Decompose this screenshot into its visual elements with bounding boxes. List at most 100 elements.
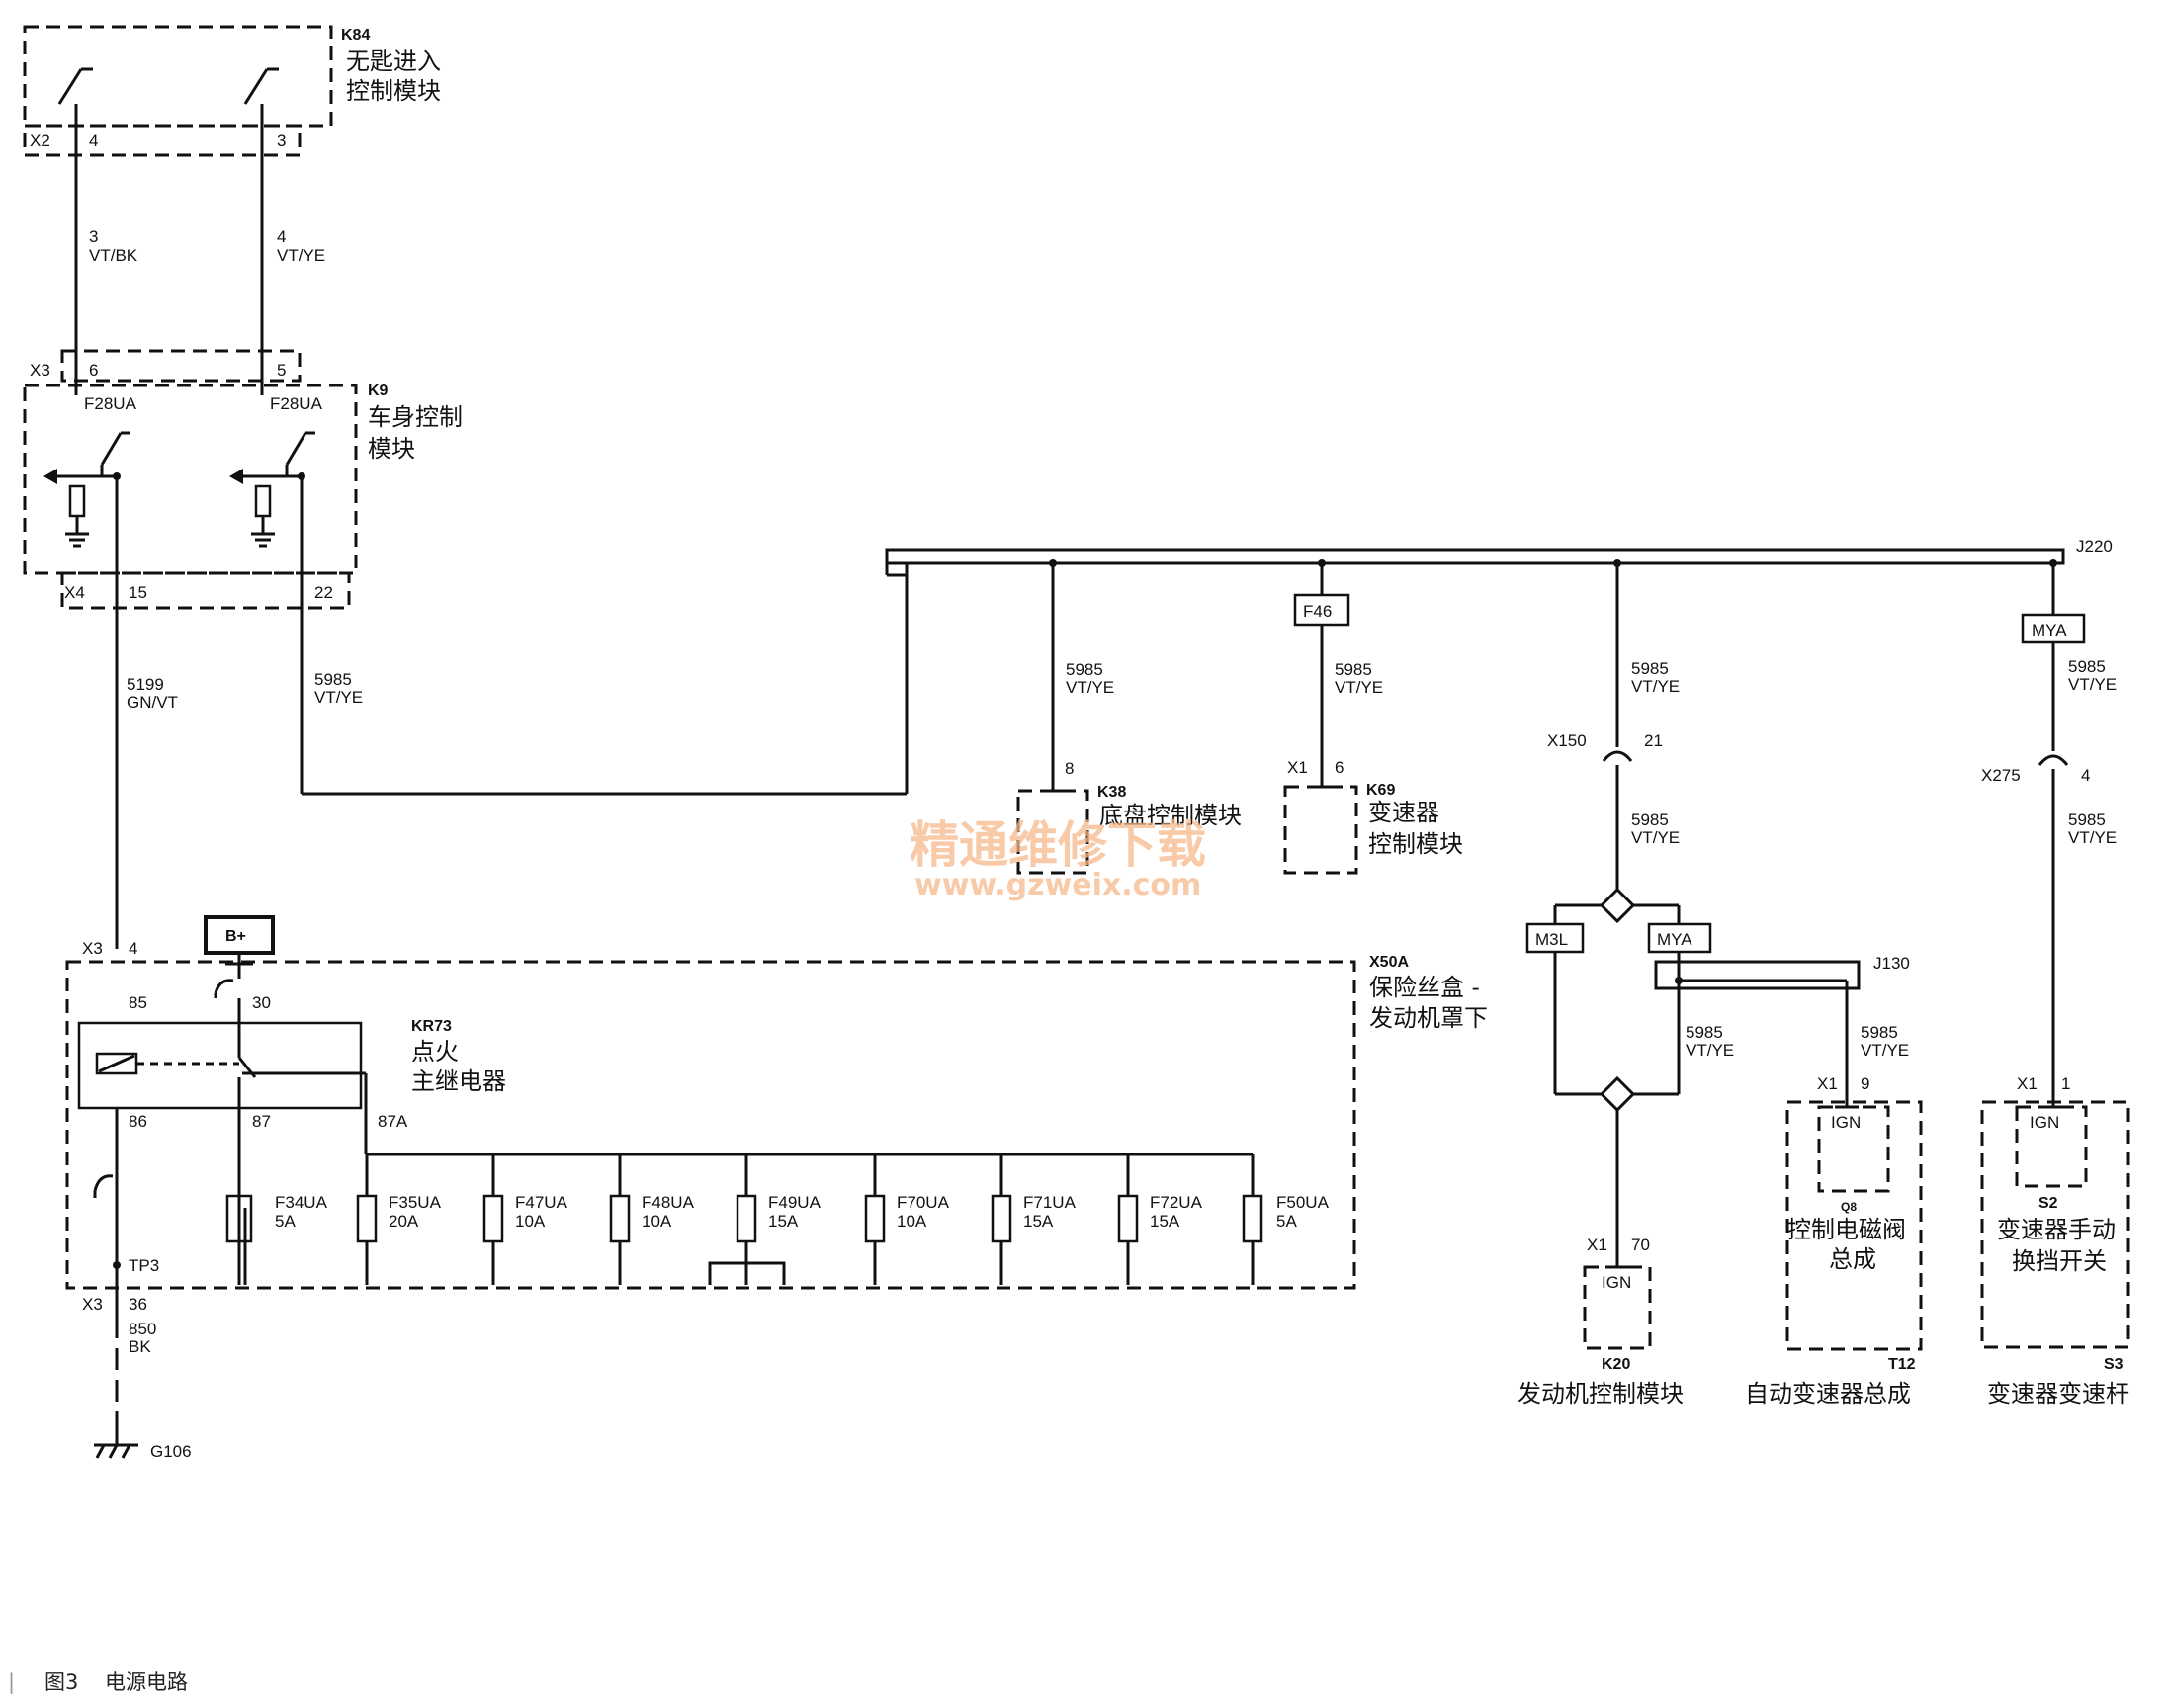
x150-label: X150 [1547,731,1587,750]
branch-k69: F46 5985 VT/YE X1 6 K69 变速器 控制模块 [1283,563,1463,875]
fuse-f50ua-name: F50UA [1276,1193,1330,1212]
wire-850-number: 850 [129,1320,156,1338]
s2-pin: 1 [2061,1074,2070,1093]
x50a-id: X50A [1369,954,1409,971]
wire-5199-number: 5199 [127,675,164,694]
j130-right-wire-color: VT/YE [1861,1041,1909,1060]
k20-ign: IGN [1602,1273,1631,1292]
s3-id: S3 [2104,1356,2124,1373]
k9-name-line1: 车身控制 [368,403,463,431]
x275-pin: 4 [2081,766,2090,785]
relay-pin-86: 86 [129,1112,147,1131]
kr73-name-line1: 点火 [411,1038,459,1066]
x4-connector-label: X4 [64,583,85,602]
fuse-f72ua-rating: 15A [1150,1212,1180,1231]
q8-pin: 9 [1861,1074,1869,1093]
branch-x150: 5985 VT/YE X150 21 5985 VT/YE M3L MYA J1… [1525,563,1910,1267]
x50a-underhood-fuse-box: X50A 保险丝盒 - 发动机罩下 X3 4 B+ 85 30 KR73 点火 … [65,915,1488,1324]
s3-name: 变速器变速杆 [1987,1380,2129,1408]
f28ua-label-right: F28UA [270,394,323,413]
x275-lower-wire-number: 5985 [2068,811,2106,829]
x2-pin-4: 4 [89,131,98,150]
j130-left-wire-color: VT/YE [1686,1041,1734,1060]
x3-upper-pin: 4 [129,939,137,958]
x150-lower-wire-color: VT/YE [1631,828,1680,847]
caption-figure-number: 图3 [44,1670,78,1694]
wire-4-number: 4 [277,227,286,246]
k20-pin: 70 [1631,1236,1650,1254]
watermark-line2: www.gzweix.com [914,868,1201,902]
caption-title: 电源电路 [105,1670,188,1694]
x3-lower-conn: X3 [82,1295,103,1314]
x2-connector-label: X2 [30,131,50,150]
x275-label: X275 [1981,766,2021,785]
k38-name: 底盘控制模块 [1099,802,1242,829]
j130-right-wire-number: 5985 [1861,1023,1898,1042]
wire-850-color: BK [129,1337,151,1356]
k84-name-line2: 控制模块 [346,77,441,105]
x150-lower-wire-number: 5985 [1631,811,1669,829]
fuse-f47ua-rating: 10A [515,1212,546,1231]
f28ua-label-left: F28UA [84,394,137,413]
ground-g106: 850 BK G106 [94,1285,192,1461]
k69-conn: X1 [1287,758,1308,777]
k9-body-control-module: X3 6 5 K9 车身控制 模块 F28UA F28UA [23,349,463,610]
fuse-f49ua-name: F49UA [768,1193,822,1212]
k9-id: K9 [368,383,389,399]
tp3-label: TP3 [129,1256,159,1275]
x3-lower-pin: 36 [129,1295,147,1314]
k38-wire-color: VT/YE [1066,678,1114,697]
x2-pin-3: 3 [277,131,286,150]
k69-id: K69 [1366,782,1395,799]
k69-name-line2: 控制模块 [1368,830,1463,858]
f46-label: F46 [1303,602,1332,621]
g106-label: G106 [150,1442,192,1461]
fuse-f48ua-rating: 10A [642,1212,672,1231]
q8-name-line1: 控制电磁阀 [1787,1216,1906,1243]
fuse-f70ua-name: F70UA [897,1193,950,1212]
watermark: 精通维修下载 www.gzweix.com [910,816,1206,902]
mya-label-lower: MYA [1657,930,1692,949]
figure-caption: | 图3 电源电路 [8,1670,188,1695]
x150-upper-wire-color: VT/YE [1631,677,1680,696]
q8-id: Q8 [1841,1200,1857,1214]
j130-label: J130 [1873,954,1910,973]
j220-splice-bus: J220 [885,537,2113,577]
x3-pin-6: 6 [89,361,98,380]
relay-pin-85: 85 [129,993,147,1012]
x3-upper-conn: X3 [82,939,103,958]
x3-pin-5: 5 [277,361,286,380]
x150-upper-wire-number: 5985 [1631,659,1669,678]
wire-3-number: 3 [89,227,98,246]
k84-keyless-entry-module: K84 无匙进入 控制模块 X2 4 3 [23,25,441,157]
branch-x275: MYA 5985 VT/YE X275 4 5985 VT/YE [1981,563,2117,1107]
s2-name-line2: 换挡开关 [2012,1247,2107,1275]
k69-wire-color: VT/YE [1335,678,1383,697]
x150-pin: 21 [1644,731,1663,750]
wire-3-color: VT/BK [89,246,138,265]
t12-transmission-assembly: X1 9 IGN Q8 控制电磁阀 总成 T12 自动变速器总成 [1745,1074,1923,1408]
fuse-f72ua-name: F72UA [1150,1193,1203,1212]
q8-name-line2: 总成 [1829,1245,1876,1273]
fuse-f34ua-rating: 5A [275,1212,296,1231]
wire-5199: 5199 GN/VT [115,593,178,949]
m3l-label: M3L [1535,930,1568,949]
k38-pin: 8 [1065,759,1074,778]
k20-name: 发动机控制模块 [1518,1380,1684,1408]
x4-pin-15: 15 [129,583,147,602]
x275-upper-wire-color: VT/YE [2068,675,2117,694]
fuse-f50ua-rating: 5A [1276,1212,1297,1231]
s2-ign: IGN [2030,1113,2059,1132]
k84-name-line1: 无匙进入 [346,47,441,75]
kr73-id: KR73 [411,1018,452,1035]
fuse-f71ua-name: F71UA [1023,1193,1077,1212]
k69-pin: 6 [1335,758,1344,777]
wire-4-color: VT/YE [277,246,325,265]
fuse-f35ua-rating: 20A [389,1212,419,1231]
fuse-f47ua-name: F47UA [515,1193,568,1212]
fuse-f70ua-rating: 10A [897,1212,927,1231]
fuse-f34ua-name: F34UA [275,1193,328,1212]
x50a-name-line1: 保险丝盒 - [1369,974,1480,1001]
fuse-f48ua-name: F48UA [642,1193,695,1212]
